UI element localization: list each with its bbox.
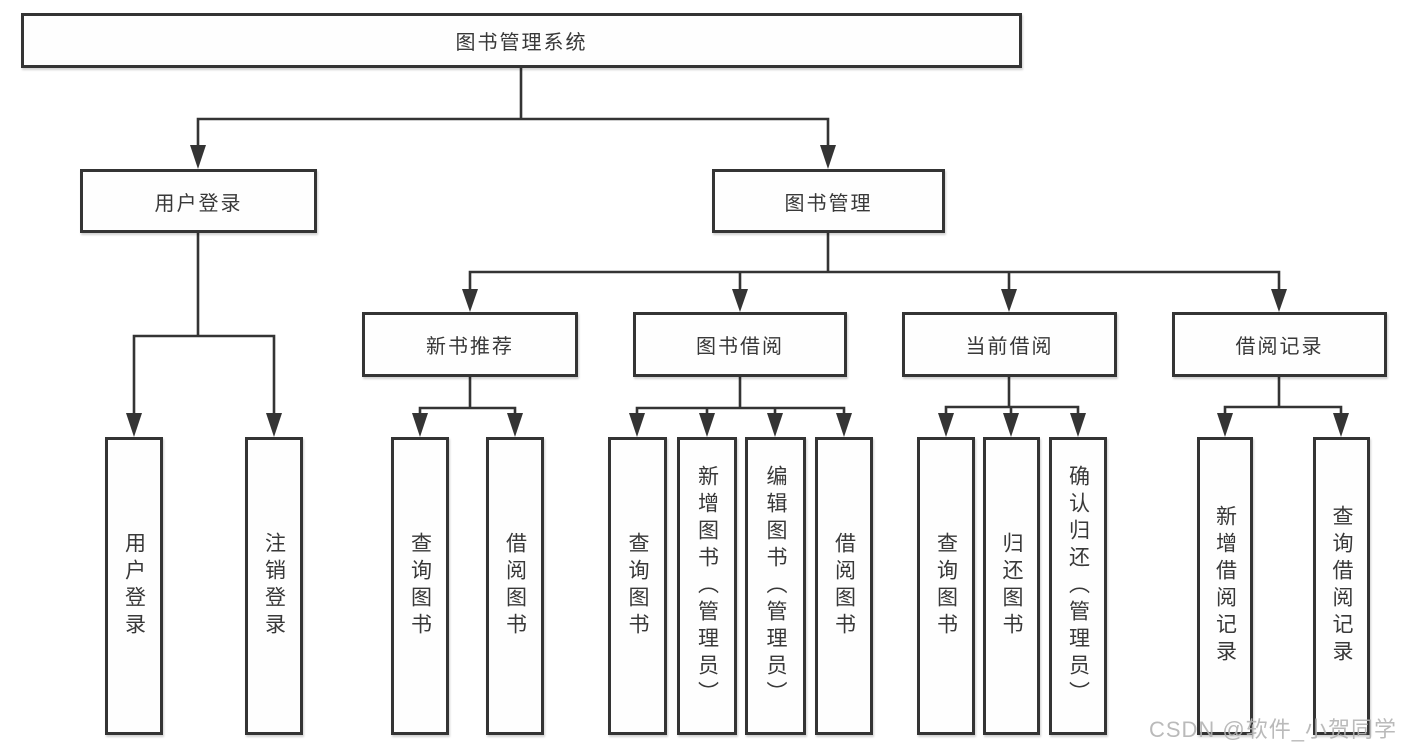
arrowhead bbox=[1001, 289, 1017, 312]
leaf-logout: 注销登录 bbox=[245, 437, 303, 735]
leaf-add-borrow-record: 新增借阅记录 bbox=[1197, 437, 1253, 735]
arrowhead bbox=[412, 413, 428, 437]
node-user-login: 用户登录 bbox=[80, 169, 317, 233]
arrowhead bbox=[836, 413, 852, 437]
node-borrow-record-label: 借阅记录 bbox=[1235, 336, 1324, 358]
leaf-label: 查询借阅记录 bbox=[1330, 505, 1353, 667]
leaf-label: 新增图书（管理员） bbox=[695, 464, 719, 708]
leaf-label: 查询图书 bbox=[408, 532, 432, 640]
leaf-query-borrow-record: 查询借阅记录 bbox=[1313, 437, 1370, 735]
connector-borrow-rail bbox=[635, 406, 846, 414]
node-new-book-recommend-label: 新书推荐 bbox=[426, 336, 514, 358]
arrowhead bbox=[1333, 413, 1349, 437]
leaf-label: 查询图书 bbox=[934, 532, 958, 640]
leaf-label: 借阅图书 bbox=[503, 532, 527, 640]
leaf-label: 用户登录 bbox=[122, 532, 146, 640]
node-book-management-label: 图书管理 bbox=[784, 192, 873, 215]
arrowhead bbox=[126, 413, 142, 437]
leaf-query-book-borrow: 查询图书 bbox=[608, 437, 667, 735]
watermark-text: CSDN @软件_小贺同学 bbox=[1148, 717, 1397, 742]
leaf-label: 注销登录 bbox=[262, 532, 286, 640]
leaf-label: 查询图书 bbox=[626, 532, 649, 640]
leaf-query-book-current: 查询图书 bbox=[917, 437, 975, 735]
leaf-confirm-return-admin: 确认归还（管理员） bbox=[1049, 437, 1107, 735]
leaf-edit-book-admin: 编辑图书（管理员） bbox=[745, 437, 806, 735]
connector-root-rail bbox=[196, 117, 830, 146]
arrowhead bbox=[462, 289, 478, 312]
leaf-label: 编辑图书（管理员） bbox=[764, 464, 787, 708]
leaf-query-book-recommend: 查询图书 bbox=[391, 437, 449, 735]
node-root: 图书管理系统 bbox=[21, 13, 1022, 68]
leaf-label: 归还图书 bbox=[1000, 532, 1023, 640]
connector-record-rail bbox=[1223, 405, 1343, 414]
arrowheads bbox=[126, 145, 1349, 437]
node-current-borrow-label: 当前借阅 bbox=[965, 336, 1054, 358]
arrowhead bbox=[699, 413, 715, 437]
leaf-label: 新增借阅记录 bbox=[1213, 505, 1237, 667]
leaf-add-book-admin: 新增图书（管理员） bbox=[677, 437, 737, 735]
leaf-label: 借阅图书 bbox=[832, 532, 856, 640]
node-new-book-recommend: 新书推荐 bbox=[362, 312, 578, 377]
leaf-label: 确认归还（管理员） bbox=[1066, 464, 1090, 708]
arrowhead bbox=[1217, 413, 1233, 437]
connector-mgmt-rail bbox=[468, 270, 1281, 291]
leaf-borrow-book-recommend: 借阅图书 bbox=[486, 437, 544, 735]
arrowhead bbox=[1070, 413, 1086, 437]
arrowhead bbox=[767, 413, 783, 437]
node-book-borrow-label: 图书借阅 bbox=[696, 336, 784, 358]
arrowhead bbox=[190, 145, 206, 169]
node-root-label: 图书管理系统 bbox=[455, 32, 588, 54]
leaf-user-login: 用户登录 bbox=[105, 437, 163, 735]
arrowhead bbox=[507, 413, 523, 437]
node-current-borrow: 当前借阅 bbox=[902, 312, 1117, 377]
node-user-login-label: 用户登录 bbox=[154, 192, 243, 215]
connector-login-rail bbox=[132, 334, 276, 414]
arrowhead bbox=[820, 145, 836, 169]
node-book-management: 图书管理 bbox=[712, 169, 945, 233]
arrowhead bbox=[266, 413, 282, 437]
leaf-return-book: 归还图书 bbox=[983, 437, 1040, 735]
arrowhead bbox=[629, 413, 645, 437]
node-book-borrow: 图书借阅 bbox=[633, 312, 847, 377]
arrowhead bbox=[938, 413, 954, 437]
arrowhead bbox=[1271, 289, 1287, 312]
arrowhead bbox=[1003, 413, 1019, 437]
arrowhead bbox=[732, 289, 748, 312]
leaf-borrow-book: 借阅图书 bbox=[815, 437, 873, 735]
node-borrow-record: 借阅记录 bbox=[1172, 312, 1387, 377]
connector-newbook-rail bbox=[418, 406, 517, 414]
